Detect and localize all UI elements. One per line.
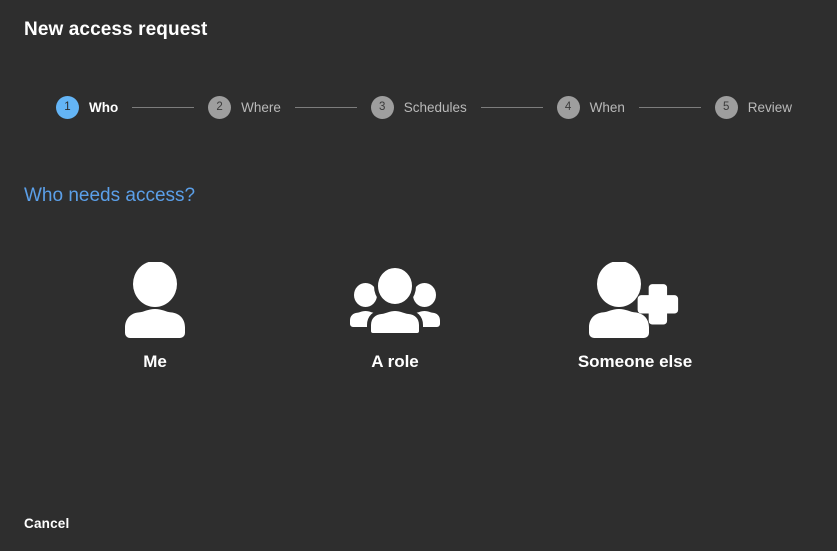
step-label-who: Who <box>89 99 119 115</box>
stepper-step-where[interactable]: 2 Where <box>208 95 281 119</box>
stepper-step-when[interactable]: 4 When <box>556 95 625 119</box>
option-label-me: Me <box>143 352 167 371</box>
option-a-role[interactable]: A role <box>295 262 495 372</box>
option-label-a-role: A role <box>371 352 419 371</box>
step-number-4: 4 <box>556 95 580 119</box>
stepper: 1 Who 2 Where 3 Schedules 4 When 5 Revie… <box>56 95 792 119</box>
person-add-icon <box>585 262 685 340</box>
step-number-1: 1 <box>56 95 79 119</box>
step-connector-3 <box>480 106 543 108</box>
people-group-icon <box>347 262 443 340</box>
stepper-step-review[interactable]: 5 Review <box>714 95 792 119</box>
step-label-where: Where <box>241 99 281 115</box>
step-label-when: When <box>589 99 625 115</box>
section-heading: Who needs access? <box>24 185 196 206</box>
step-connector-4 <box>638 106 701 108</box>
cancel-button[interactable]: Cancel <box>16 512 77 535</box>
option-label-someone-else: Someone else <box>577 352 693 371</box>
step-number-2: 2 <box>208 95 232 119</box>
stepper-step-schedules[interactable]: 3 Schedules <box>370 95 467 119</box>
step-label-schedules: Schedules <box>403 99 467 115</box>
option-someone-else[interactable]: Someone else <box>535 262 735 372</box>
access-target-options: Me A role Someone else <box>24 262 813 387</box>
step-connector-2 <box>294 106 357 108</box>
stepper-step-who[interactable]: 1 Who <box>56 95 119 119</box>
person-icon <box>117 262 193 340</box>
page-title: New access request <box>24 19 208 40</box>
option-me[interactable]: Me <box>55 262 255 372</box>
step-number-5: 5 <box>714 95 738 119</box>
step-connector-1 <box>132 106 195 108</box>
step-label-review: Review <box>747 99 792 115</box>
step-number-3: 3 <box>370 95 394 119</box>
